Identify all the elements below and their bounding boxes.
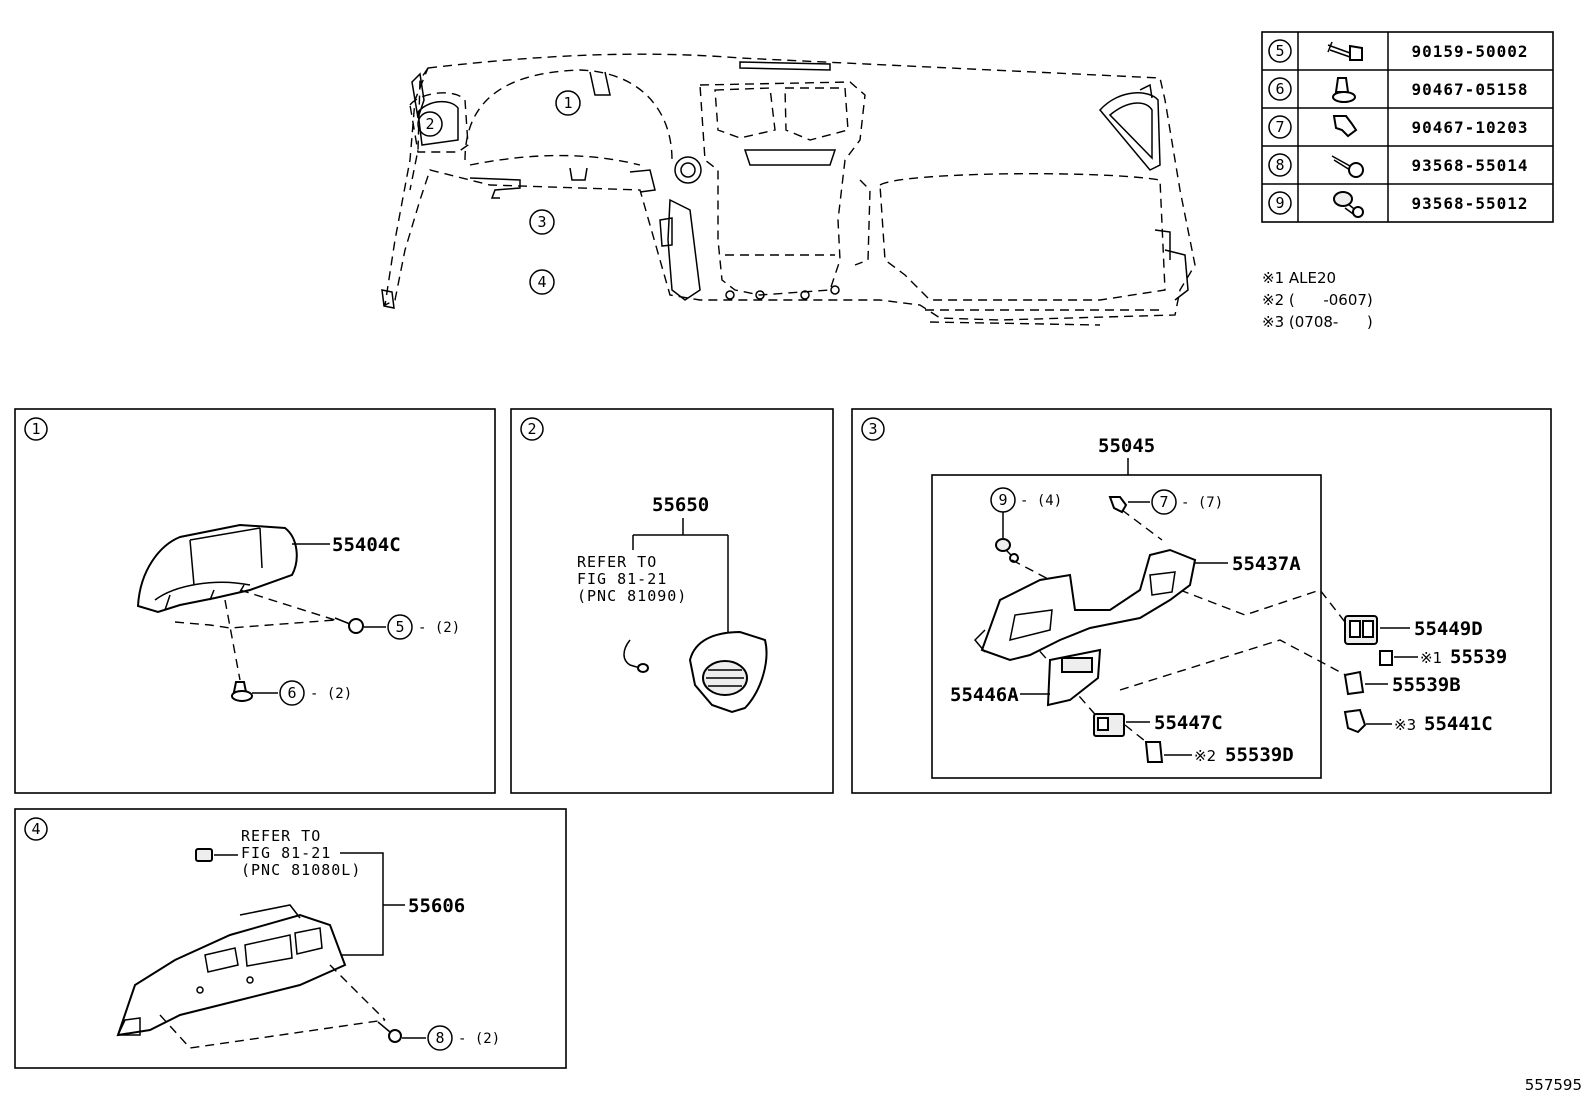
svg-text:- (4): - (4) [1020,493,1062,509]
washer-screw-icon [1333,191,1364,218]
svg-text:6: 6 [1275,80,1284,98]
svg-text:90159-50002: 90159-50002 [1412,42,1529,61]
cluster-hood-part [136,523,298,614]
svg-text:8: 8 [435,1029,444,1047]
svg-text:※1 ALE20: ※1 ALE20 [1262,269,1336,287]
panel-1: 1 55404C 5 - (2) 6 - (2) [14,408,496,794]
svg-text:55650: 55650 [652,494,709,516]
svg-text:(PNC 81080L): (PNC 81080L) [241,861,361,879]
svg-text:55606: 55606 [408,895,465,917]
svg-text:1: 1 [563,94,572,112]
bulb-socket-part [195,848,213,862]
svg-text:2: 2 [425,115,434,133]
figure-code: 557595 [1525,1076,1582,1094]
svg-text:55045: 55045 [1098,435,1155,457]
svg-text:90467-05158: 90467-05158 [1412,80,1529,99]
svg-text:REFER TO: REFER TO [577,553,657,571]
fastener-table: 5 90159-50002 6 90467-05158 7 90467-102 [1261,31,1554,223]
lower-panel-part [973,548,1197,662]
screw-icon [1331,155,1364,178]
svg-text:※1: ※1 [1420,649,1442,667]
svg-text:55539B: 55539B [1392,674,1461,696]
svg-text:55539D: 55539D [1225,744,1294,766]
model-notes: ※1 ALE20 ※2 ( -0607) ※3 (0708- ) [1262,269,1373,331]
switch-panel-part [1093,713,1125,737]
svg-text:4: 4 [537,273,546,291]
push-clip-icon [1332,77,1356,103]
svg-text:93568-55012: 93568-55012 [1412,194,1529,213]
svg-text:7: 7 [1275,118,1284,136]
svg-text:55404C: 55404C [332,534,401,556]
svg-text:8: 8 [1275,156,1284,174]
svg-text:- (2): - (2) [310,686,352,702]
overview-callout-2: 2 [417,111,443,137]
svg-text:※2 ( -0607): ※2 ( -0607) [1262,291,1373,309]
hole-cover-part [1144,741,1164,763]
fastener-row-7: 7 90467-10203 [1268,115,1529,139]
svg-text:(PNC 81090): (PNC 81090) [577,587,687,605]
svg-text:4: 4 [31,820,40,838]
dashboard-overview [381,53,1196,326]
svg-text:FIG 81-21: FIG 81-21 [241,844,331,862]
air-vent-part [688,630,768,714]
panel-4: 4 REFER TO FIG 81-21 (PNC 81080L) 55606 [14,808,567,1069]
svg-text:6: 6 [287,684,296,702]
overview-callout-4: 4 [529,269,555,295]
svg-text:- (7): - (7) [1181,495,1223,511]
svg-text:3: 3 [868,420,877,438]
svg-text:※3 (0708- ): ※3 (0708- ) [1262,313,1373,331]
overview-callout-1: 1 [555,90,581,116]
fastener-row-8: 8 93568-55014 [1268,153,1529,178]
svg-text:90467-10203: 90467-10203 [1412,118,1529,137]
svg-text:※3: ※3 [1394,716,1416,734]
fastener-row-6: 6 90467-05158 [1268,77,1529,103]
bolt-icon [334,617,364,634]
svg-text:55539: 55539 [1450,646,1507,668]
spring-clip-icon [1108,496,1128,514]
svg-text:9: 9 [1275,194,1284,212]
svg-text:55446A: 55446A [950,684,1019,706]
washer-screw-icon [995,538,1019,563]
vent-bezel-part [1046,648,1102,707]
svg-text:REFER TO: REFER TO [241,827,321,845]
overview-callout-3: 3 [529,209,555,235]
svg-text:3: 3 [537,213,546,231]
spring-clip-icon [1332,115,1358,138]
svg-text:※2: ※2 [1194,747,1216,765]
svg-text:7: 7 [1159,493,1168,511]
panel-3: 3 55045 9 - (4) 7 - (7) [851,408,1552,794]
bulb-socket-part [623,639,649,673]
switch-bezel-part [1344,615,1378,645]
switch-hole-cover-part [1343,670,1365,696]
svg-text:5: 5 [1275,42,1284,60]
svg-text:5: 5 [395,618,404,636]
svg-text:55437A: 55437A [1232,553,1301,575]
fastener-row-9: 9 93568-55012 [1268,191,1529,218]
svg-text:93568-55014: 93568-55014 [1412,156,1529,175]
svg-text:FIG 81-21: FIG 81-21 [577,570,667,588]
svg-text:2: 2 [527,420,536,438]
svg-text:55441C: 55441C [1424,713,1493,735]
screw-icon [377,1021,402,1043]
svg-text:- (2): - (2) [418,620,460,636]
push-clip-icon [231,681,253,702]
bracket-part [1343,708,1367,734]
bolt-icon [1327,41,1363,61]
svg-text:55449D: 55449D [1414,618,1483,640]
lower-cover-part [116,904,347,1037]
svg-text:55447C: 55447C [1154,712,1223,734]
svg-text:- (2): - (2) [458,1031,500,1047]
switch-cover-part [1379,650,1393,666]
panel-2: 2 55650 REFER TO FIG 81-21 (PNC 81090) [510,408,834,794]
fastener-row-5: 5 90159-50002 [1268,39,1529,63]
svg-text:1: 1 [31,420,40,438]
svg-text:9: 9 [998,491,1007,509]
